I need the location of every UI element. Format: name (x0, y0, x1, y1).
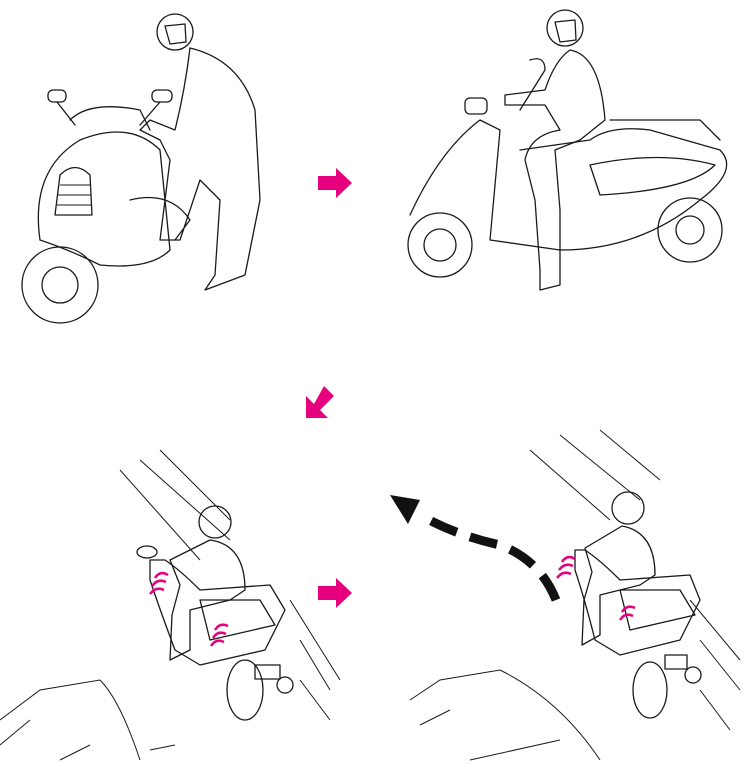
turn-signal-icon (149, 571, 229, 647)
road-lines (409, 429, 741, 761)
road-lines (0, 449, 341, 761)
turn-signal-icon (556, 555, 636, 621)
rider (504, 9, 606, 291)
scooter (574, 549, 702, 719)
arrow-right-icon (318, 168, 352, 198)
panel-step-1 (21, 13, 261, 324)
rider (581, 491, 656, 646)
arrow-down-left-icon (306, 386, 334, 418)
arrow-right-icon (318, 578, 352, 608)
curved-dashed-arrow-icon (390, 495, 561, 602)
scooter (21, 89, 191, 324)
rider (139, 13, 261, 291)
panel-step-4 (390, 429, 741, 761)
panel-step-2 (407, 9, 728, 291)
scooter (407, 58, 728, 278)
panel-step-3 (0, 449, 341, 761)
rider (169, 505, 246, 661)
